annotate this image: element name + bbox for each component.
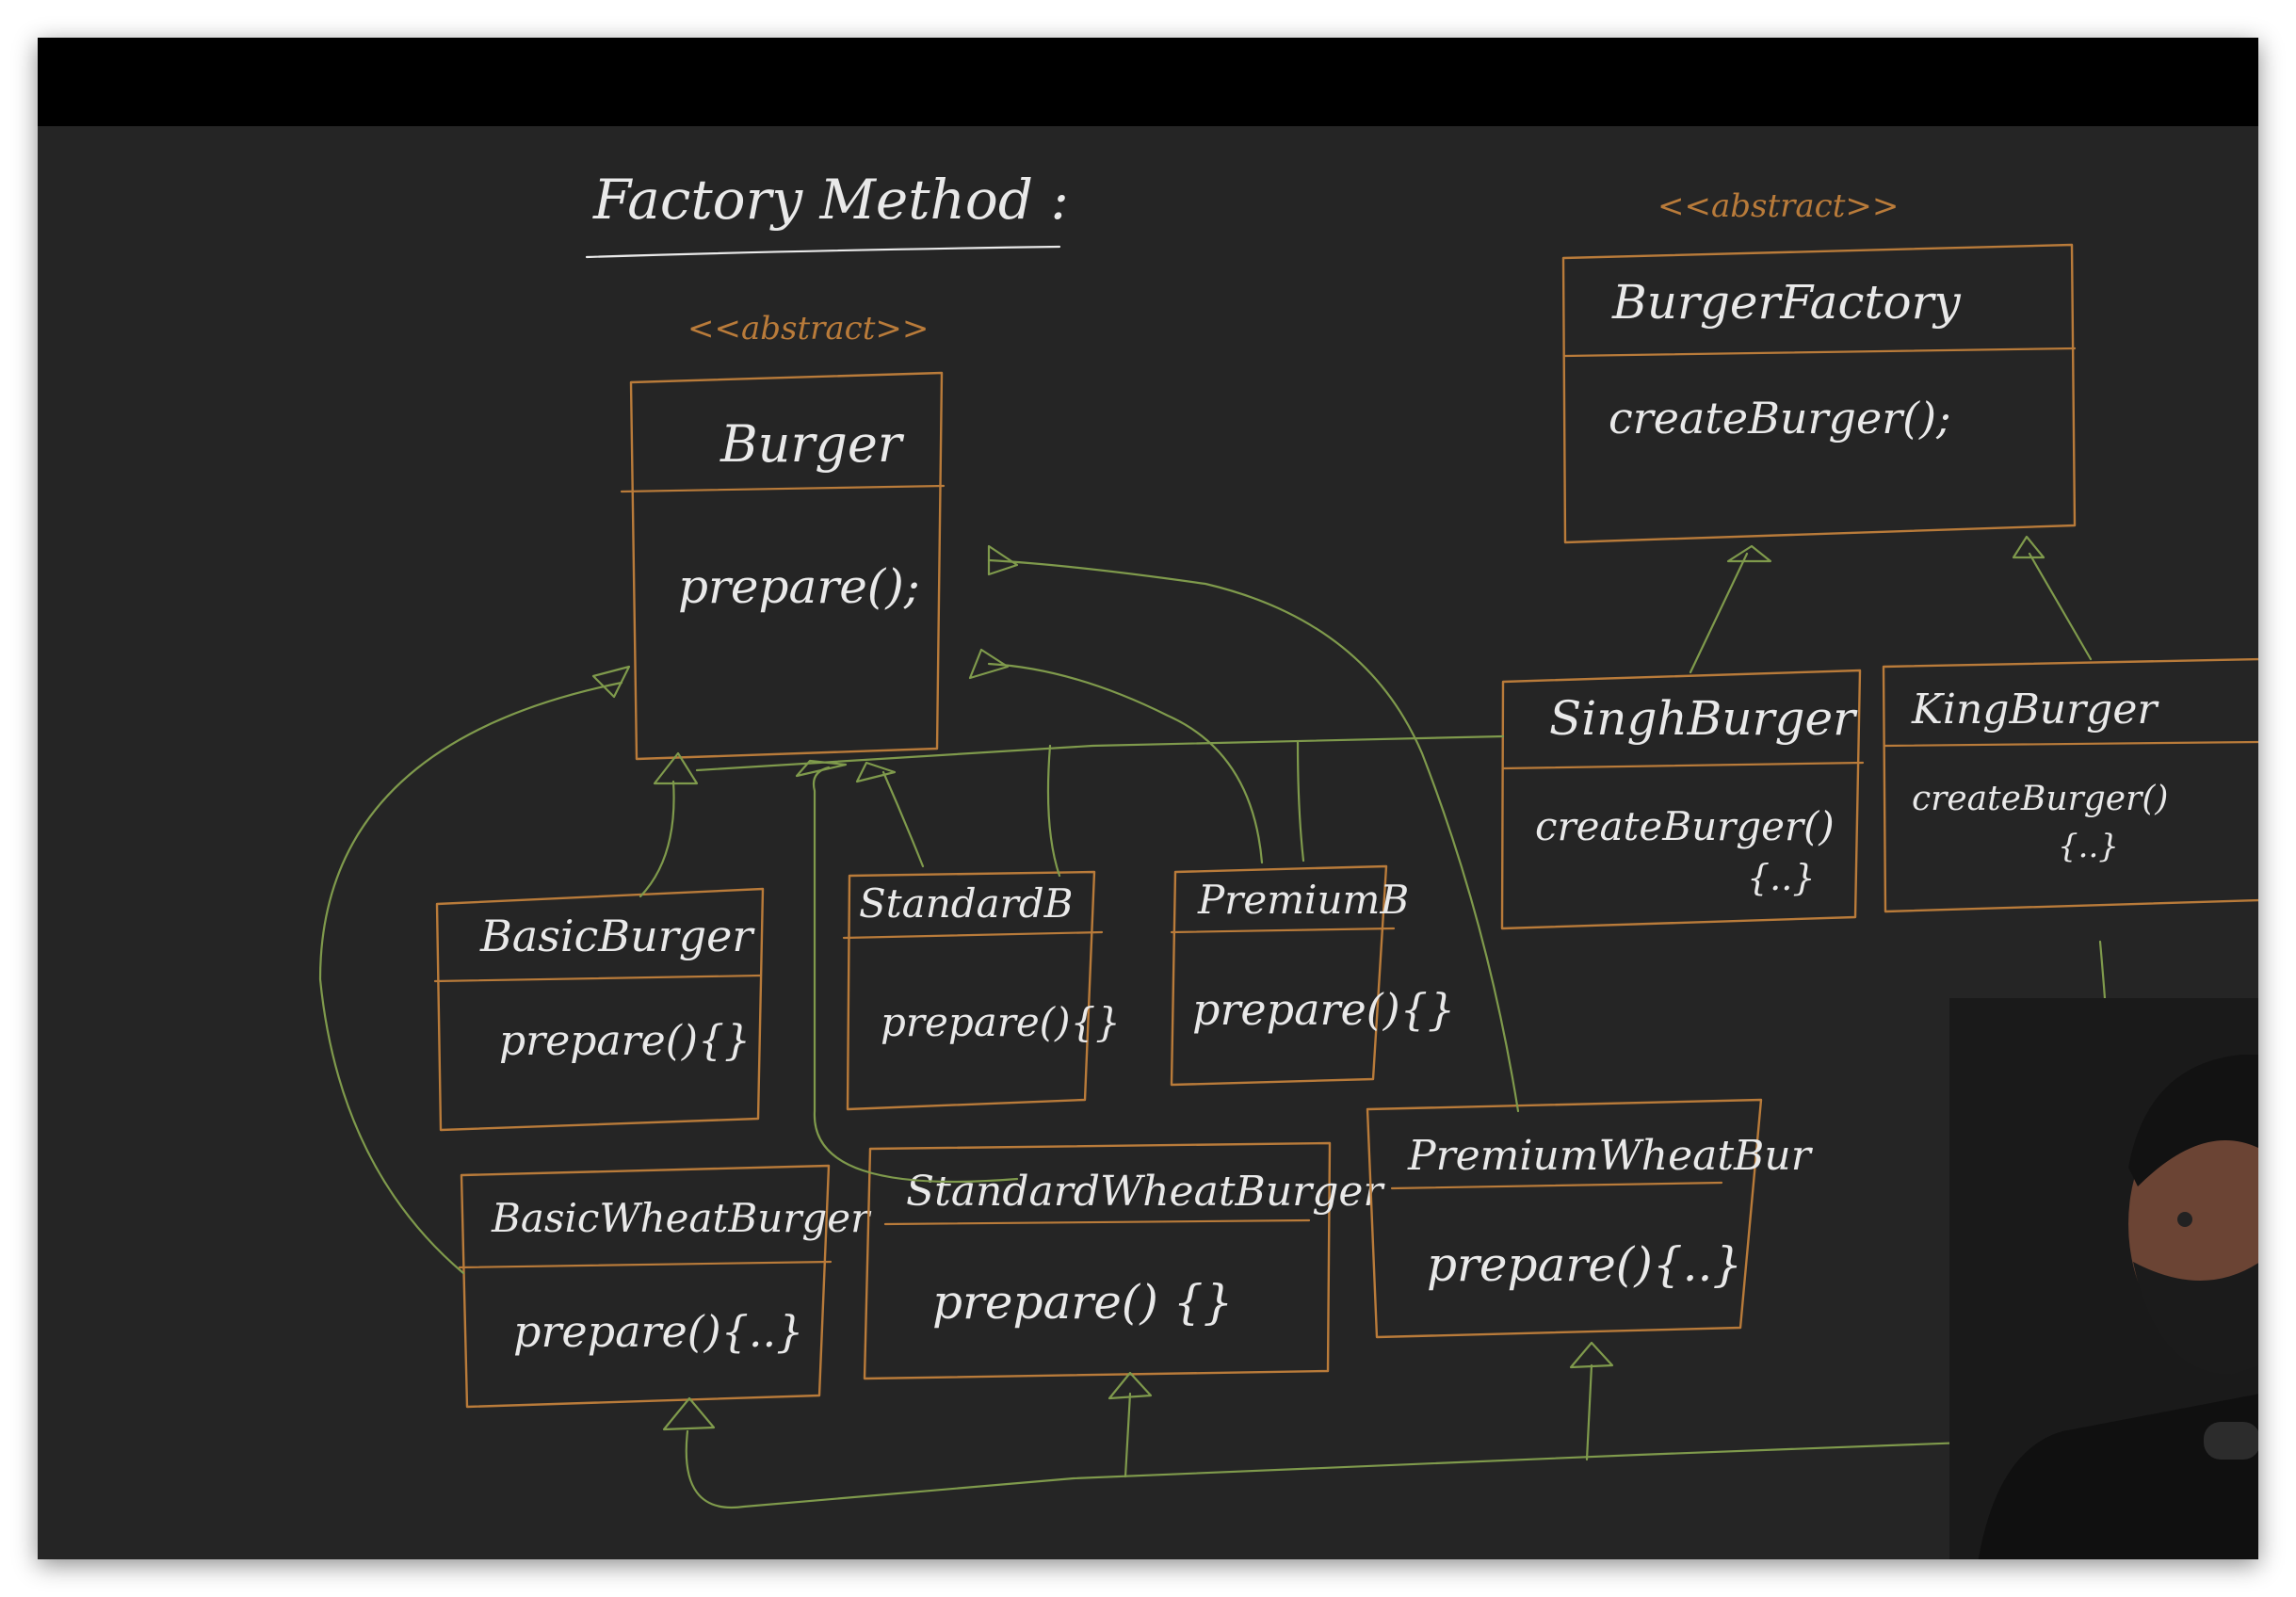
burger-factory-name: BurgerFactory: [1611, 275, 1962, 330]
king-burger-box: [1882, 657, 2258, 913]
burger-class-divider: [620, 484, 946, 493]
singh-burger-divider: [1501, 761, 1865, 770]
singh-burger-method: createBurger(): [1535, 803, 1835, 849]
premium-wheat-burger-method: prepare(){..}: [1427, 1237, 1742, 1292]
king-to-standard-wheat-line: [1124, 1392, 1132, 1478]
factory-stereotype: <<abstract>>: [1657, 187, 1899, 225]
burger-factory-box: [1561, 243, 2077, 544]
diagram-title: Factory Method :: [592, 168, 1069, 232]
presenter-eye: [2177, 1212, 2192, 1227]
standard-wheat-burger-name: StandardWheatBurger: [906, 1168, 1385, 1216]
burger-factory-divider: [1563, 347, 2077, 358]
basic-wheat-burger-divider: [458, 1260, 833, 1269]
presenter-beard: [2133, 1262, 2258, 1375]
inheritance-arrow-king: [2012, 535, 2045, 559]
basic-to-burger-line: [639, 780, 675, 898]
premium-to-burger-line: [987, 662, 1264, 864]
singh-to-burger-line: [695, 734, 1505, 772]
whiteboard-frame: Factory Method : <<abstract>> Burger pre…: [38, 38, 2258, 1559]
singh-to-factory-line: [1689, 552, 1749, 674]
video-top-bar: [38, 38, 2258, 126]
standard-burger-box: [846, 870, 1096, 1111]
standard-wheat-burger-box: [863, 1141, 1332, 1380]
king-burger-divider: [1884, 740, 2258, 748]
standard-wheat-burger-divider: [883, 1218, 1311, 1226]
basic-wheat-to-burger-line: [318, 681, 623, 1275]
inheritance-arrow-basic-wheat: [591, 665, 631, 699]
burger-stereotype: <<abstract>>: [687, 310, 929, 347]
basic-burger-method: prepare(){}: [499, 1017, 751, 1065]
premium-wheat-burger-box: [1366, 1098, 1763, 1339]
microphone: [2204, 1422, 2258, 1460]
arrow-to-standard-wheat: [1108, 1371, 1153, 1400]
standard-wheat-burger-method: prepare() {}: [932, 1275, 1233, 1330]
inheritance-arrow-standard: [855, 761, 897, 783]
premium-burger-box: [1170, 864, 1388, 1087]
premium-wheat-to-burger-line: [987, 558, 1520, 1113]
burger-class-name: Burger: [720, 414, 905, 474]
basic-burger-divider: [433, 974, 763, 983]
uml-diagram: Factory Method : <<abstract>> Burger pre…: [318, 168, 2258, 1559]
standard-burger-divider: [842, 930, 1104, 940]
burger-class-method: prepare();: [678, 559, 920, 614]
singh-burger-name: SinghBurger: [1549, 691, 1858, 746]
king-to-premium-wheat-line: [1585, 1363, 1593, 1461]
burger-factory-method: createBurger();: [1609, 393, 1951, 444]
basic-wheat-burger-box: [460, 1164, 831, 1409]
premium-wheat-burger-divider: [1390, 1181, 1723, 1190]
basic-wheat-burger-name: BasicWheatBurger: [491, 1195, 872, 1241]
premium-wheat-burger-name: PremiumWheatBur: [1407, 1132, 1814, 1180]
burger-class-box: [629, 371, 944, 761]
standard-to-burger-line: [881, 770, 925, 868]
premium-burger-method: prepare(){}: [1192, 984, 1455, 1035]
singh-burger-box: [1500, 669, 1862, 930]
title-underline: [585, 245, 1061, 259]
premium-burger-divider: [1170, 927, 1396, 934]
standard-burger-name: StandardB: [859, 880, 1074, 927]
singh-burger-body: {..}: [1747, 857, 1816, 898]
basic-burger-name: BasicBurger: [479, 911, 755, 961]
basic-burger-box: [435, 887, 765, 1132]
king-burger-name: KingBurger: [1911, 686, 2159, 734]
presenter-shoulders: [1978, 1394, 2258, 1559]
basic-wheat-burger-method: prepare(){..}: [513, 1306, 803, 1357]
inheritance-arrow-premium-wheat: [987, 544, 1019, 576]
king-burger-body: {..}: [2058, 828, 2119, 865]
king-to-factory-line: [2028, 552, 2093, 661]
standard-wheat-to-burger-line: [812, 766, 1019, 1184]
king-burger-method: createBurger(): [1912, 780, 2168, 818]
presenter-hair: [2128, 1055, 2258, 1186]
inheritance-arrow-singh: [1726, 544, 1772, 563]
presenter-webcam: [1949, 998, 2258, 1559]
inheritance-arrow-premium: [968, 648, 1010, 680]
singh-to-standard-line: [1046, 744, 1061, 878]
arrow-to-basic-wheat: [662, 1396, 716, 1431]
arrow-to-premium-wheat: [1569, 1341, 1614, 1369]
standard-burger-method: prepare(){}: [881, 999, 1121, 1045]
singh-to-premium-line: [1296, 740, 1305, 863]
inheritance-arrow-basic: [653, 751, 699, 785]
premium-burger-name: PremiumB: [1197, 877, 1409, 923]
